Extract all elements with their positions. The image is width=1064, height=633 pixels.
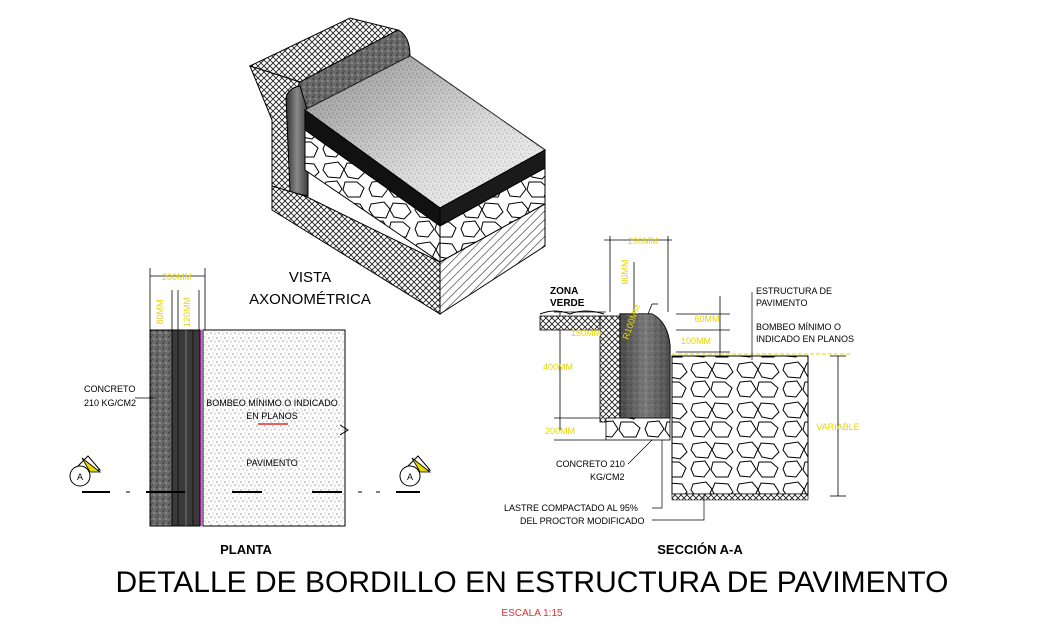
plan-pavement-label: PAVIMENTO — [246, 458, 298, 468]
section-dimensions — [554, 236, 846, 497]
section-zona-verde-line1: ZONA — [550, 286, 578, 297]
main-title: DETALLE DE BORDILLO EN ESTRUCTURA DE PAV… — [116, 566, 949, 599]
plan-concrete-line2: 210 KG/CM2 — [84, 398, 136, 408]
section-curb-base — [605, 417, 671, 441]
plan-section-marker-left-label: A — [77, 472, 83, 482]
section-lastre-line1: LASTRE COMPACTADO AL 95% — [504, 503, 638, 513]
scale-label: ESCALA 1:15 — [501, 608, 563, 619]
axonometric-view: VISTA AXONOMÉTRICA — [248, 17, 547, 315]
plan-pavement — [202, 329, 346, 527]
plan-bombeo-line2: EN PLANOS — [246, 411, 298, 421]
section-lastre-line2: DEL PROCTOR MODIFICADO — [520, 516, 645, 526]
section-title: SECCIÓN A-A — [657, 542, 743, 557]
axonometric-title-line1: VISTA — [289, 269, 331, 286]
section-soil-left — [599, 315, 621, 423]
section-dim-80: 80MM — [620, 259, 630, 284]
section-estructura-line1: ESTRUCTURA DE — [756, 286, 832, 296]
section-dim-60: 60MM — [694, 314, 719, 324]
section-dim-150: 150MM — [571, 328, 601, 338]
plan-concrete-line1: CONCRETO — [84, 384, 135, 394]
section-dim-100: 100MM — [681, 336, 711, 346]
section-view: 200MM 80MM ZONA VERDE R100MM 150MM 400MM… — [504, 236, 860, 557]
section-estructura-line2: PAVIMENTO — [756, 298, 808, 308]
plan-dim-a: 80MM — [155, 299, 165, 324]
plan-section-marker-right: A — [399, 455, 432, 487]
plan-curb-outer — [149, 329, 173, 527]
section-dim-top: 200MM — [628, 236, 658, 246]
plan-dim-b: 120MM — [182, 297, 192, 327]
section-variable: VARIABLE — [816, 422, 859, 432]
section-dim-200-base: 200MM — [545, 426, 575, 436]
section-pavement-base — [671, 355, 809, 495]
section-bombeo-line2: INDICADO EN PLANOS — [756, 334, 854, 344]
section-concrete-line1: CONCRETO 210 — [556, 459, 625, 469]
axonometric-title-line2: AXONOMÉTRICA — [249, 291, 371, 308]
plan-dimensions — [149, 268, 206, 330]
plan-dim-total: 200MM — [162, 272, 192, 282]
section-dim-400: 400MM — [543, 362, 573, 372]
section-concrete-line2: KG/CM2 — [590, 472, 625, 482]
plan-title: PLANTA — [220, 542, 272, 557]
plan-section-marker-left: A — [69, 455, 102, 487]
plan-view: 200MM 80MM 120MM CONCRETO 210 KG/CM2 BOM… — [69, 268, 432, 557]
plan-section-marker-right-label: A — [407, 472, 413, 482]
subgrade-right — [439, 203, 546, 315]
section-bombeo-line1: BOMBEO MÍNIMO O — [756, 322, 841, 332]
plan-bombeo-line1: BOMBEO MÍNIMO O INDICADO — [206, 398, 338, 408]
section-zona-verde-line2: VERDE — [550, 298, 585, 309]
